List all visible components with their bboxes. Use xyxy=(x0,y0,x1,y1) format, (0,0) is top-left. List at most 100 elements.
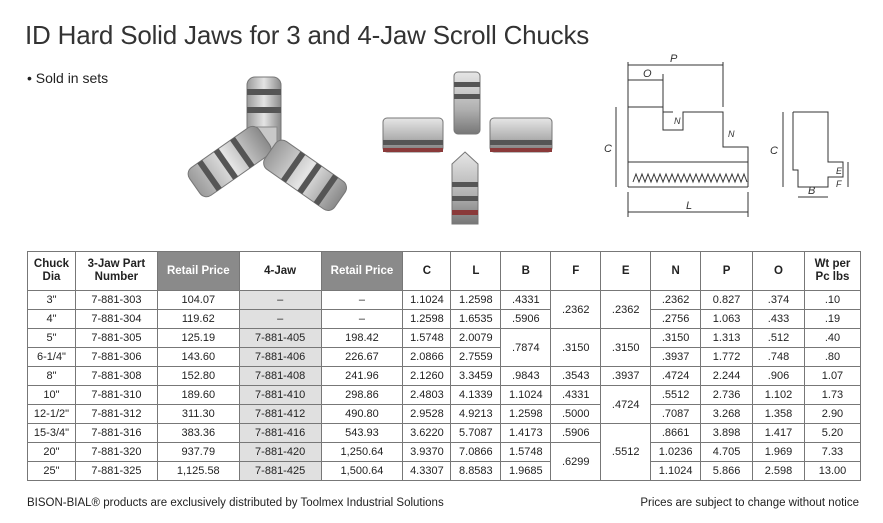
cell-o: .433 xyxy=(752,309,805,329)
cell-4jaw-price: 490.80 xyxy=(320,404,404,424)
cell-4jaw-price: 298.86 xyxy=(320,385,404,405)
cell-b: 1.5748 xyxy=(500,442,552,462)
cell-3jaw-price: 125.19 xyxy=(156,328,240,348)
dim-b-label: B xyxy=(808,185,815,197)
page-title: ID Hard Solid Jaws for 3 and 4-Jaw Scrol… xyxy=(25,20,590,50)
cell-4jaw-price: 198.42 xyxy=(320,328,404,348)
dim-e-label: E xyxy=(836,166,843,176)
cell-3jaw-part: 7-881-305 xyxy=(74,328,158,348)
cell-p: 4.705 xyxy=(700,442,754,462)
cell-f: .4331 xyxy=(550,385,602,405)
cell-e: .4724 xyxy=(600,385,652,424)
cell-3jaw-price: 383.36 xyxy=(156,423,240,443)
cell-4jaw-part: 7-881-420 xyxy=(238,442,322,462)
table-row: 12-1/2" 7-881-312 311.30 7-881-412 490.8… xyxy=(27,404,862,424)
table-row: 4" 7-881-304 119.62 – – 1.2598 1.6535 .5… xyxy=(27,309,862,329)
cell-e: .3937 xyxy=(600,366,652,386)
cell-f: .6299 xyxy=(550,442,602,481)
cell-c: 3.6220 xyxy=(402,423,452,443)
dim-n-label-1: N xyxy=(674,116,681,126)
dim-p-label: P xyxy=(670,53,678,65)
cell-l: 2.0079 xyxy=(450,328,502,348)
cell-n: .4724 xyxy=(650,366,702,386)
cell-b: 1.4173 xyxy=(500,423,552,443)
cell-4jaw-part: 7-881-408 xyxy=(238,366,322,386)
cell-e: .3150 xyxy=(600,328,652,367)
table-row: 6-1/4" 7-881-306 143.60 7-881-406 226.67… xyxy=(27,347,862,367)
cell-dia: 10" xyxy=(27,385,76,405)
cell-4jaw-price: 1,250.64 xyxy=(320,442,404,462)
col-c: C xyxy=(402,251,452,291)
cell-4jaw-part: – xyxy=(238,309,322,329)
cell-4jaw-part: 7-881-425 xyxy=(238,461,322,481)
cell-n: .7087 xyxy=(650,404,702,424)
price-disclaimer: Prices are subject to change without not… xyxy=(640,497,859,509)
sold-in-sets-note: • Sold in sets xyxy=(27,70,109,86)
cell-4jaw-part: 7-881-412 xyxy=(238,404,322,424)
cell-c: 1.2598 xyxy=(402,309,452,329)
cell-l: 1.6535 xyxy=(450,309,502,329)
dim-c-label-right: C xyxy=(770,145,778,157)
col-weight: Wt per Pc lbs xyxy=(803,251,862,291)
table-row: 3" 7-881-303 104.07 – – 1.1024 1.2598 .4… xyxy=(27,290,862,329)
col-e: E xyxy=(600,251,652,291)
cell-4jaw-part: 7-881-406 xyxy=(238,347,322,367)
cell-p: 2.244 xyxy=(700,366,754,386)
cell-p: 5.866 xyxy=(700,461,754,481)
cell-c: 1.1024 xyxy=(402,290,452,310)
cell-f: .5906 xyxy=(550,423,602,443)
cell-o: 1.417 xyxy=(752,423,805,443)
cell-weight: 7.33 xyxy=(803,442,862,462)
cell-weight: 13.00 xyxy=(803,461,862,481)
cell-3jaw-part: 7-881-308 xyxy=(74,366,158,386)
cell-weight: 2.90 xyxy=(803,404,862,424)
dim-f-label: F xyxy=(836,179,842,189)
cell-weight: .40 xyxy=(803,328,862,348)
col-b: B xyxy=(500,251,552,291)
cell-3jaw-part: 7-881-312 xyxy=(74,404,158,424)
cell-3jaw-price: 104.07 xyxy=(156,290,240,310)
cell-4jaw-part: 7-881-405 xyxy=(238,328,322,348)
cell-c: 4.3307 xyxy=(402,461,452,481)
cell-3jaw-part: 7-881-316 xyxy=(74,423,158,443)
cell-3jaw-price: 189.60 xyxy=(156,385,240,405)
col-f: F xyxy=(550,251,602,291)
cell-dia: 4" xyxy=(27,309,76,329)
cell-l: 8.8583 xyxy=(450,461,502,481)
cell-e: .2362 xyxy=(600,290,652,329)
cell-4jaw-part: – xyxy=(238,290,322,310)
cell-3jaw-price: 143.60 xyxy=(156,347,240,367)
dim-c-label-left: C xyxy=(604,143,612,155)
cell-3jaw-part: 7-881-320 xyxy=(74,442,158,462)
cell-p: 2.736 xyxy=(700,385,754,405)
cell-dia: 8" xyxy=(27,366,76,386)
cell-4jaw-price: 241.96 xyxy=(320,366,404,386)
cell-3jaw-part: 7-881-306 xyxy=(74,347,158,367)
cell-dia: 15-3/4" xyxy=(27,423,76,443)
cell-3jaw-price: 311.30 xyxy=(156,404,240,424)
table-header-row: Chuck Dia 3-Jaw Part Number Retail Price… xyxy=(27,251,862,291)
cell-dia: 5" xyxy=(27,328,76,348)
cell-b: 1.9685 xyxy=(500,461,552,481)
cell-4jaw-price: 1,500.64 xyxy=(320,461,404,481)
cell-o: 1.102 xyxy=(752,385,805,405)
dim-l-label: L xyxy=(686,200,692,212)
cell-4jaw-part: 7-881-416 xyxy=(238,423,322,443)
cell-3jaw-part: 7-881-304 xyxy=(74,309,158,329)
col-n: N xyxy=(650,251,702,291)
cell-o: .906 xyxy=(752,366,805,386)
table-row: 20" 7-881-320 937.79 7-881-420 1,250.64 … xyxy=(27,442,862,481)
jaw-dimension-diagram: P O N N C L C B E F xyxy=(604,53,849,217)
col-retail-price-4jaw: Retail Price xyxy=(320,251,404,291)
cell-dia: 12-1/2" xyxy=(27,404,76,424)
distributor-note: BISON-BIAL® products are exclusively dis… xyxy=(27,497,444,509)
cell-3jaw-price: 937.79 xyxy=(156,442,240,462)
cell-p: 1.313 xyxy=(700,328,754,348)
cell-p: 1.063 xyxy=(700,309,754,329)
cell-dia: 20" xyxy=(27,442,76,462)
cell-weight: .10 xyxy=(803,290,862,310)
col-o: O xyxy=(752,251,805,291)
cell-dia: 25" xyxy=(27,461,76,481)
cell-dia: 3" xyxy=(27,290,76,310)
cell-3jaw-price: 119.62 xyxy=(156,309,240,329)
